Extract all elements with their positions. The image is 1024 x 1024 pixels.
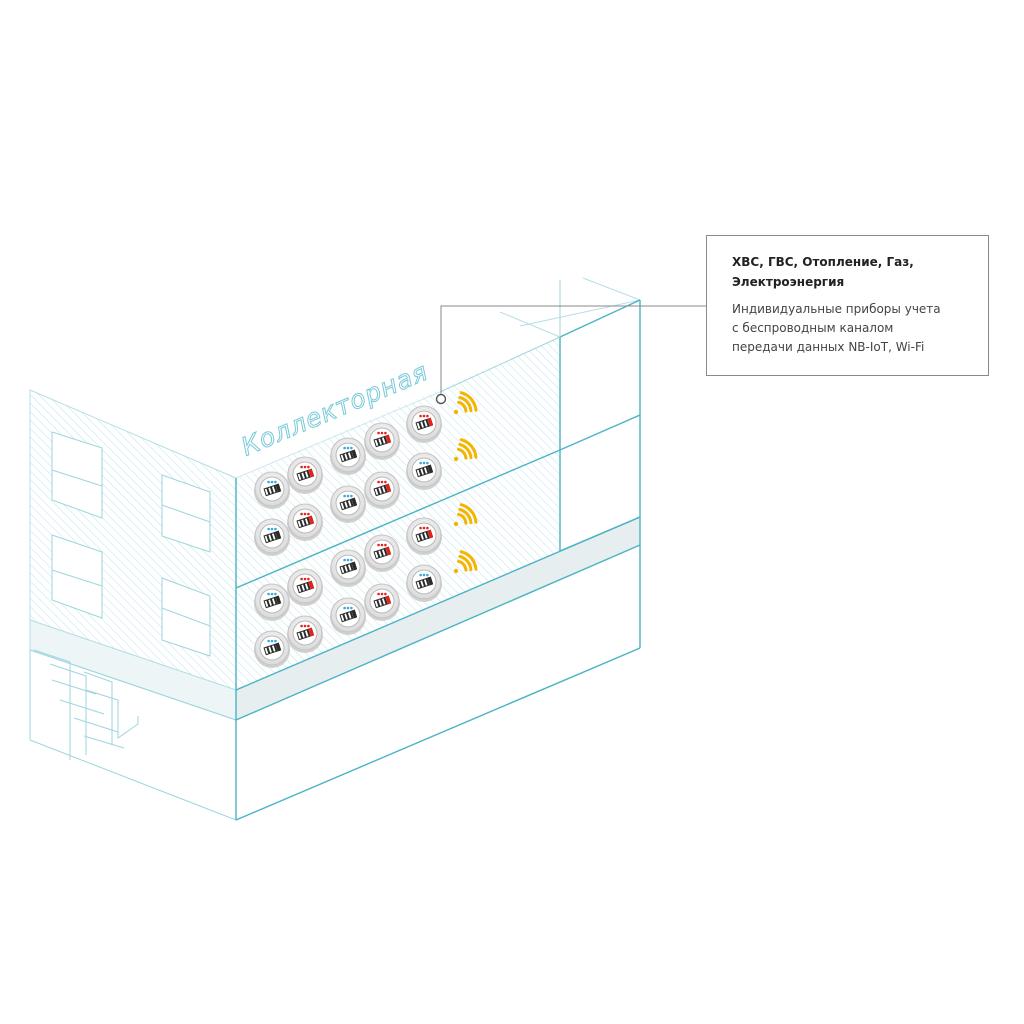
neighbor-window bbox=[161, 577, 211, 657]
neighbor-window bbox=[51, 431, 103, 519]
water-meter-hot-icon bbox=[364, 471, 400, 509]
wireless-signal-icon bbox=[453, 391, 478, 415]
water-meter-cold-icon bbox=[254, 630, 290, 668]
signal-group bbox=[453, 391, 478, 574]
entrance-stairs bbox=[33, 649, 139, 760]
water-meter-cold-icon bbox=[254, 518, 290, 556]
water-meter-cold-icon bbox=[254, 583, 290, 621]
water-meter-hot-icon bbox=[406, 405, 442, 443]
collector-building: Коллекторная bbox=[235, 277, 641, 821]
water-meter-cold-icon bbox=[330, 597, 366, 635]
water-meter-cold-icon bbox=[330, 549, 366, 587]
water-meter-hot-icon bbox=[287, 456, 323, 494]
water-meter-cold-icon bbox=[406, 564, 442, 602]
wireless-signal-icon bbox=[453, 550, 478, 574]
water-meter-hot-icon bbox=[287, 503, 323, 541]
water-meter-cold-icon bbox=[330, 485, 366, 523]
callout-box: ХВС, ГВС, Отопление, Газ, Электроэнергия… bbox=[706, 235, 989, 376]
callout-description: Индивидуальные приборы учета с беспровод… bbox=[732, 302, 941, 354]
water-meter-cold-icon bbox=[254, 471, 290, 509]
callout-title: ХВС, ГВС, Отопление, Газ, Электроэнергия bbox=[732, 255, 914, 289]
water-meter-hot-icon bbox=[287, 568, 323, 606]
callout-leader bbox=[435, 305, 706, 405]
water-meter-hot-icon bbox=[287, 615, 323, 653]
water-meter-cold-icon bbox=[406, 452, 442, 490]
water-meter-hot-icon bbox=[364, 583, 400, 621]
meter-array bbox=[254, 405, 442, 668]
wireless-signal-icon bbox=[453, 438, 478, 462]
water-meter-cold-icon bbox=[330, 437, 366, 475]
neighbor-window bbox=[161, 474, 211, 553]
neighbor-building bbox=[29, 389, 237, 821]
water-meter-hot-icon bbox=[406, 517, 442, 555]
neighbor-window bbox=[51, 534, 103, 619]
water-meter-hot-icon bbox=[364, 534, 400, 572]
wireless-signal-icon bbox=[453, 503, 478, 527]
water-meter-hot-icon bbox=[364, 422, 400, 460]
